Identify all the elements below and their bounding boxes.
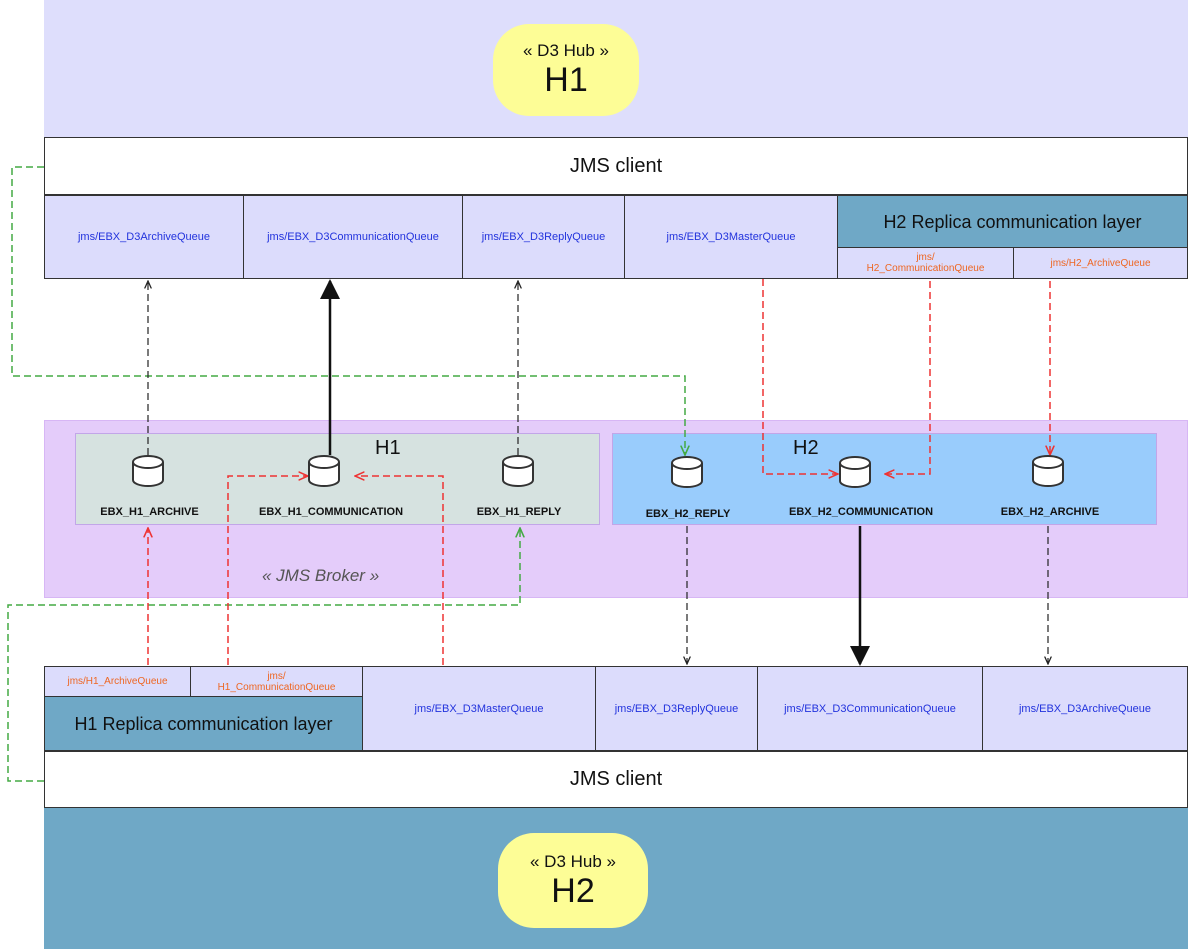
bottom-queue-communication: jms/EBX_D3CommunicationQueue (757, 666, 983, 751)
broker-queue-h2-communication: EBX_H2_COMMUNICATION (788, 506, 934, 518)
h2-replica-queue-communication: jms/ H2_CommunicationQueue (837, 247, 1014, 279)
hub-h2-badge: « D3 Hub » H2 (498, 833, 648, 928)
h2-replica-queue-archive: jms/H2_ArchiveQueue (1013, 247, 1188, 279)
top-queue-communication: jms/EBX_D3CommunicationQueue (243, 195, 463, 279)
top-queue-master: jms/EBX_D3MasterQueue (624, 195, 838, 279)
red-link-top-master-to-h2-communication (762, 279, 838, 474)
jms-broker-label: « JMS Broker » (262, 566, 380, 585)
queue-cylinder-icon (671, 456, 703, 488)
broker-group-h1-label: H1 (375, 437, 401, 459)
queue-cylinder-icon (1032, 455, 1064, 487)
top-queue-reply: jms/EBX_D3ReplyQueue (462, 195, 625, 279)
bottom-queue-master: jms/EBX_D3MasterQueue (362, 666, 596, 751)
broker-queue-h2-reply: EBX_H2_REPLY (645, 508, 731, 520)
broker-group-h2-label: H2 (793, 437, 819, 459)
green-link-bottom-client-to-h1-reply (7, 528, 520, 782)
queue-cylinder-icon (132, 455, 164, 487)
hub-h2-stereotype: « D3 Hub » (530, 851, 616, 871)
queue-cylinder-icon (839, 456, 871, 488)
hub-h2-band: « D3 Hub » H2 (44, 808, 1188, 949)
top-queue-archive: jms/EBX_D3ArchiveQueue (44, 195, 244, 279)
broker-queue-h1-archive: EBX_H1_ARCHIVE (100, 506, 199, 518)
h1-replica-queue-communication: jms/ H1_CommunicationQueue (190, 666, 363, 697)
green-link-top-client-to-h2-reply (11, 166, 685, 455)
broker-queue-h1-communication: EBX_H1_COMMUNICATION (258, 506, 404, 518)
hub-h1-band: « D3 Hub » H1 (44, 0, 1188, 137)
h1-replica-layer: H1 Replica communication layer (44, 696, 363, 751)
queue-cylinder-icon (502, 455, 534, 487)
bottom-jms-client: JMS client (44, 751, 1188, 808)
hub-h1-badge: « D3 Hub » H1 (493, 24, 639, 116)
red-link-h1-replica-communication-to-h1-communication (227, 476, 308, 665)
bottom-queue-archive: jms/EBX_D3ArchiveQueue (982, 666, 1188, 751)
queue-cylinder-icon (308, 455, 340, 487)
hub-h1-name: H1 (544, 61, 588, 99)
broker-queue-h2-archive: EBX_H2_ARCHIVE (1000, 506, 1100, 518)
hub-h2-name: H2 (551, 871, 595, 910)
bottom-queue-reply: jms/EBX_D3ReplyQueue (595, 666, 758, 751)
broker-queue-h1-reply: EBX_H1_REPLY (476, 506, 562, 518)
hub-h1-stereotype: « D3 Hub » (523, 41, 609, 60)
top-jms-client: JMS client (44, 137, 1188, 195)
red-link-h2-replica-communication-to-h2-communication (885, 281, 931, 474)
h2-replica-layer: H2 Replica communication layer (837, 195, 1188, 248)
red-link-bottom-master-to-h1-communication (355, 476, 444, 665)
